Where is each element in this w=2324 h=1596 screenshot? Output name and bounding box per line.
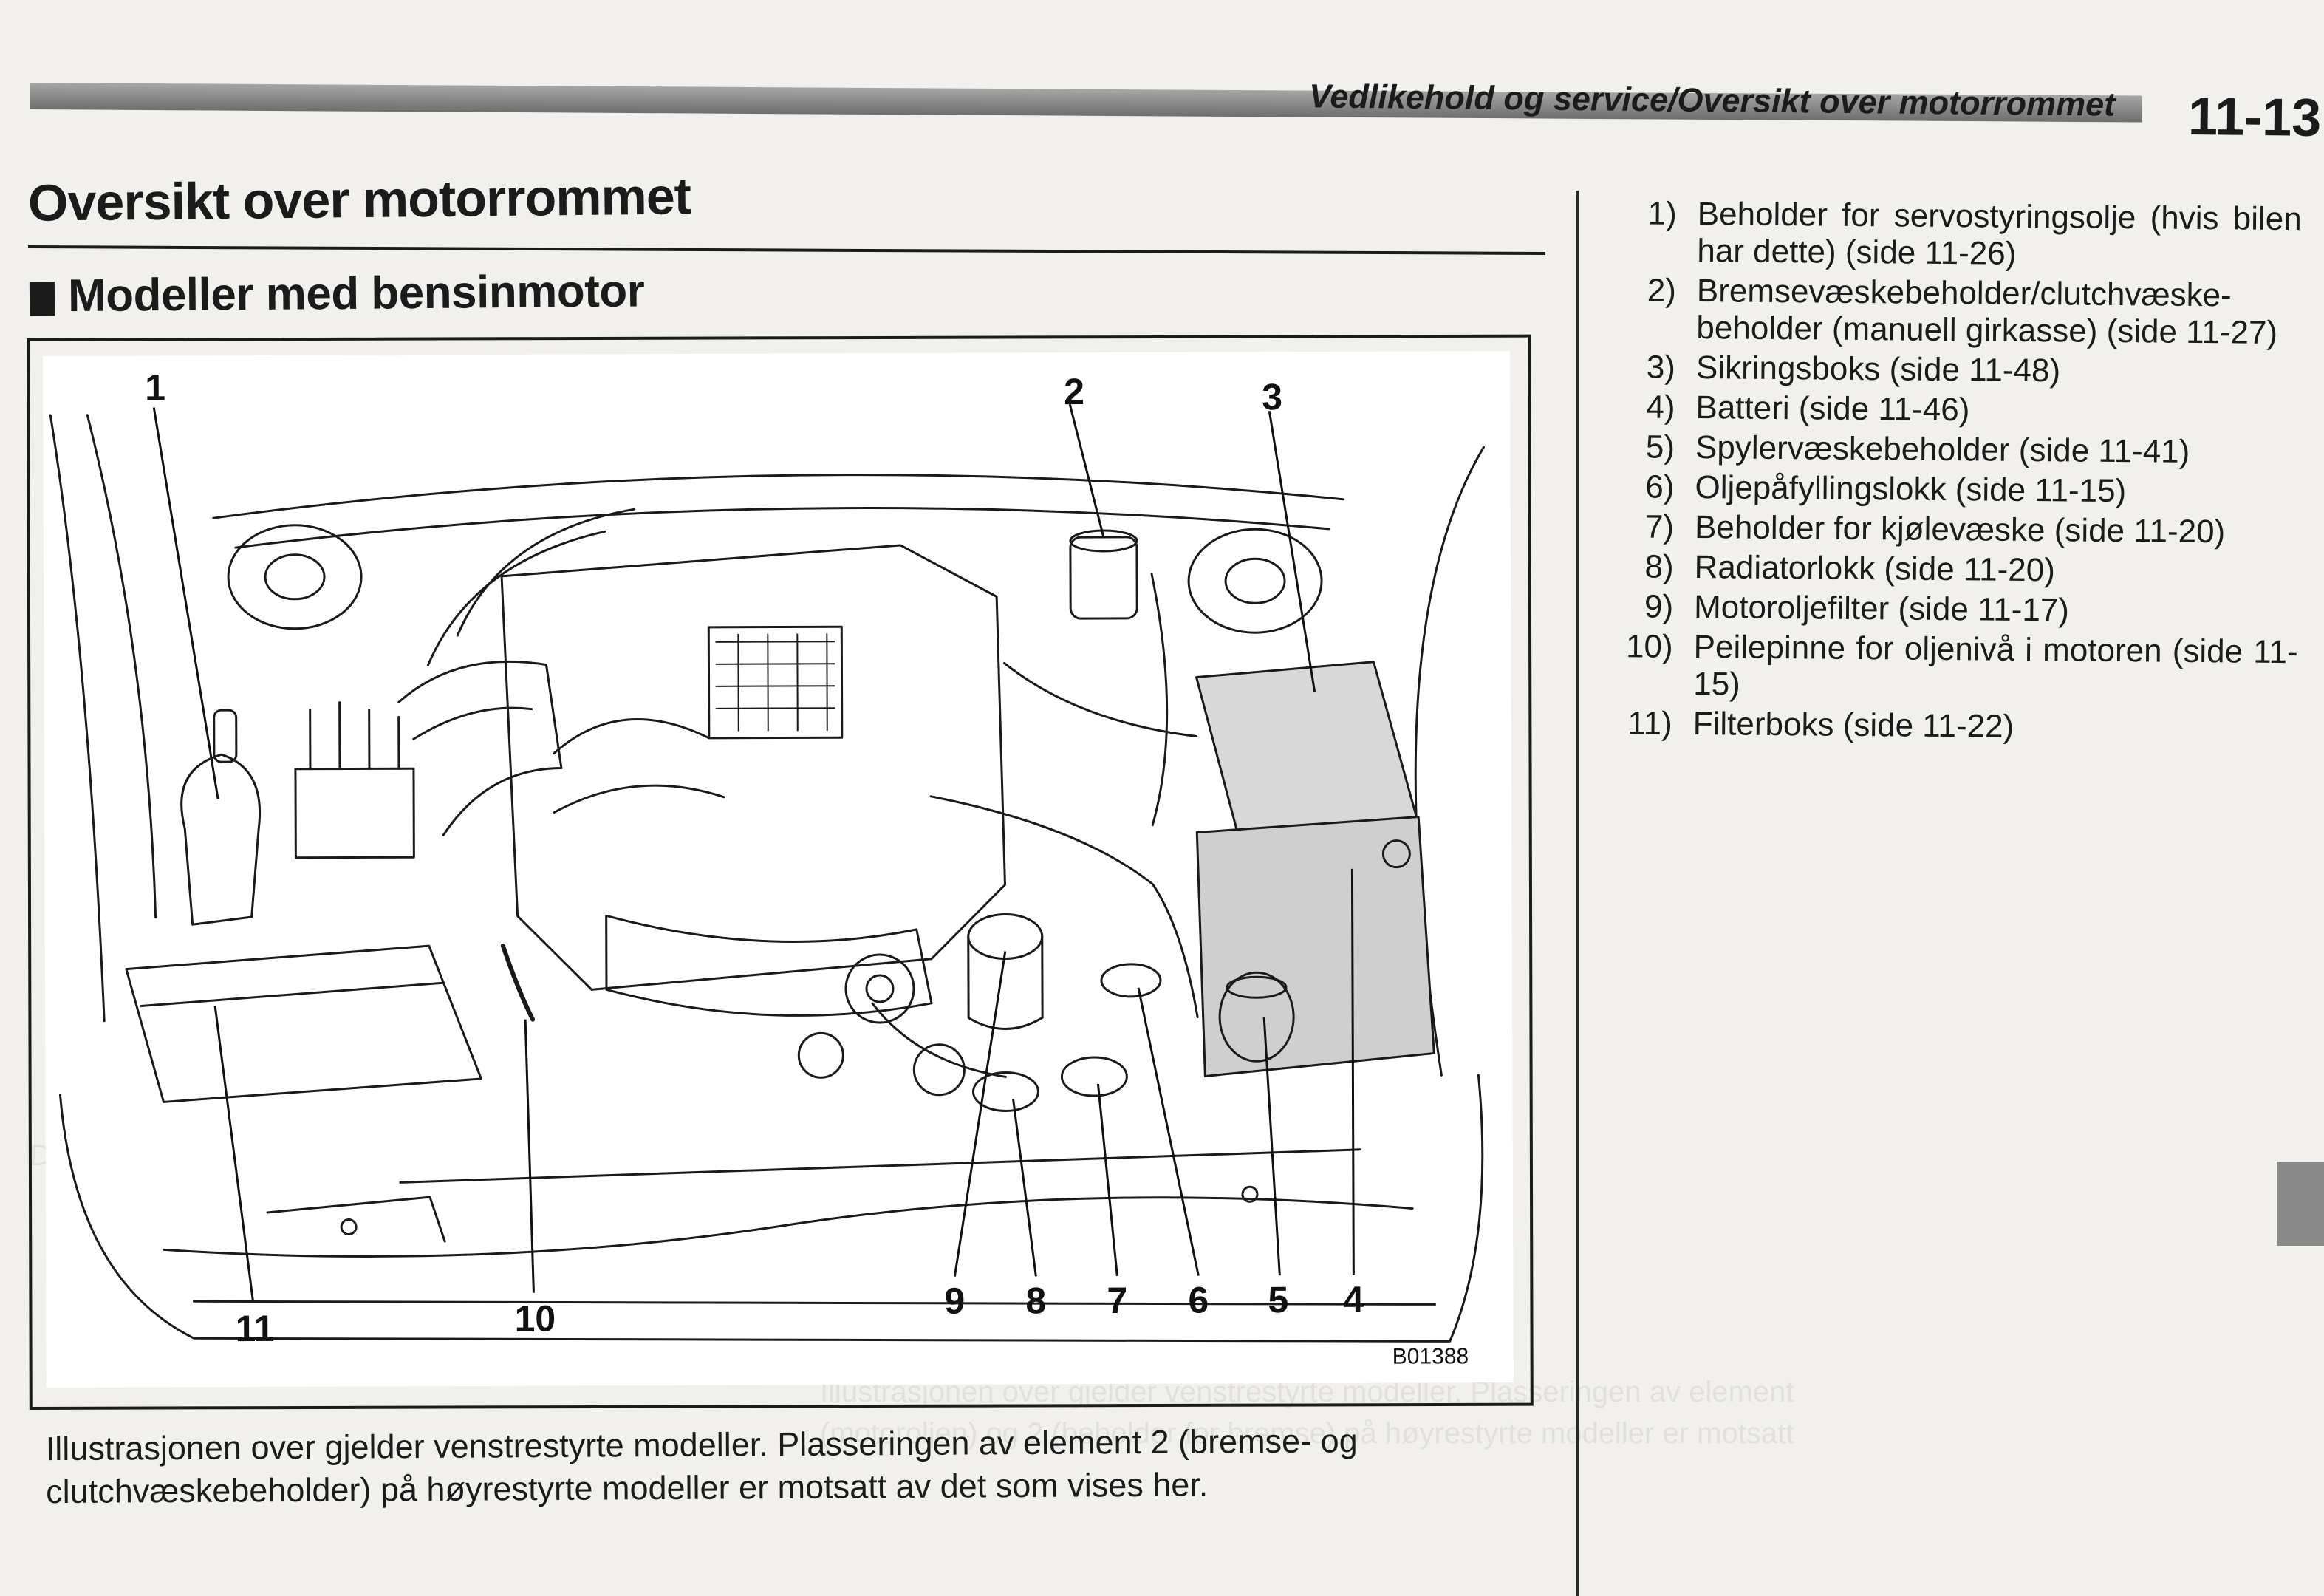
callout-8: 8	[1025, 1280, 1046, 1321]
callout-4: 4	[1343, 1279, 1364, 1320]
callout-3: 3	[1262, 376, 1282, 417]
front-panel	[163, 1196, 1414, 1258]
abs-unit	[294, 767, 415, 859]
strut-tower-right	[1187, 528, 1323, 634]
list-item: 5)Spylervæskebeholder (side 11-41)	[1645, 429, 2190, 470]
list-item: 8)Radiatorlokk (side 11-20)	[1644, 548, 2056, 589]
air-filter-box	[125, 944, 482, 1103]
cowl-top	[212, 474, 1345, 519]
list-item: 7)Beholder for kjølevæske (side 11-20)	[1644, 508, 2226, 550]
washer-fluid-cap	[1218, 971, 1295, 1063]
section-title: Oversikt over motorrommet	[27, 167, 691, 232]
callout-10: 10	[514, 1298, 556, 1340]
pulley	[844, 953, 915, 1024]
hood-strut-left	[49, 414, 106, 1023]
chapter-tab	[2277, 1162, 2324, 1246]
callout-11: 11	[235, 1308, 274, 1349]
callout-5: 5	[1268, 1279, 1288, 1320]
body-lower-outline	[58, 1074, 1484, 1343]
leader-lines	[152, 403, 1355, 1302]
list-item: 3)Sikringsboks (side 11-48)	[1646, 349, 2061, 389]
callout-7: 7	[1107, 1280, 1127, 1321]
oil-dipstick	[500, 943, 536, 1022]
coolant-reservoir-cap	[1060, 1056, 1128, 1097]
list-item: 9)Motoroljefilter (side 11-17)	[1644, 588, 2070, 629]
callout-2: 2	[1064, 371, 1084, 412]
engine-bay-diagram: 1 2 3 4 5 6 7 8 9 10 11 B01388	[43, 351, 1514, 1388]
list-item: 10)Peilepinne for oljenivå i motoren (si…	[1625, 628, 2298, 703]
diagram-code: B01388	[1392, 1344, 1469, 1368]
subsection-title-text: Modeller med bensinmotor	[67, 265, 645, 322]
diagram-caption: Illustrasjonen over gjelder venstrestyrt…	[45, 1422, 1358, 1511]
callout-9: 9	[944, 1280, 965, 1322]
engine-cover-front	[605, 914, 933, 1017]
callout-1: 1	[145, 366, 165, 408]
battery	[1195, 816, 1435, 1078]
oil-filler-cap	[1100, 963, 1162, 998]
list-item: 1)Beholder for servostyringsolje (hvis b…	[1647, 195, 2302, 272]
engine-block	[500, 544, 1007, 991]
callout-6: 6	[1188, 1279, 1209, 1320]
intake-manifold	[707, 625, 844, 740]
list-item: 4)Batteri (side 11-46)	[1646, 389, 1970, 429]
power-steering-reservoir	[180, 753, 262, 926]
list-item: 6)Oljepåfyllingslokk (side 11-15)	[1645, 468, 2127, 510]
component-list: 1)Beholder for servostyringsolje (hvis b…	[1603, 195, 2302, 751]
list-item: 11)Filterboks (side 11-22)	[1627, 705, 2014, 745]
title-underline	[27, 245, 1545, 255]
radiator-cap	[971, 1071, 1039, 1112]
strut-tower-left	[227, 524, 363, 630]
page-number: 11-13	[2187, 87, 2322, 148]
list-item: 2)Bremsevæskebeholder/clutchvæske-behold…	[1647, 272, 2278, 351]
bullet-square-icon	[29, 282, 55, 316]
intake-duct	[397, 660, 563, 836]
engine-bay-illustration: 1 2 3 4 5 6 7 8 9 10 11 B01388	[49, 366, 1485, 1369]
subsection-title: Modeller med bensinmotor	[29, 265, 645, 322]
column-divider	[1576, 191, 1579, 1596]
